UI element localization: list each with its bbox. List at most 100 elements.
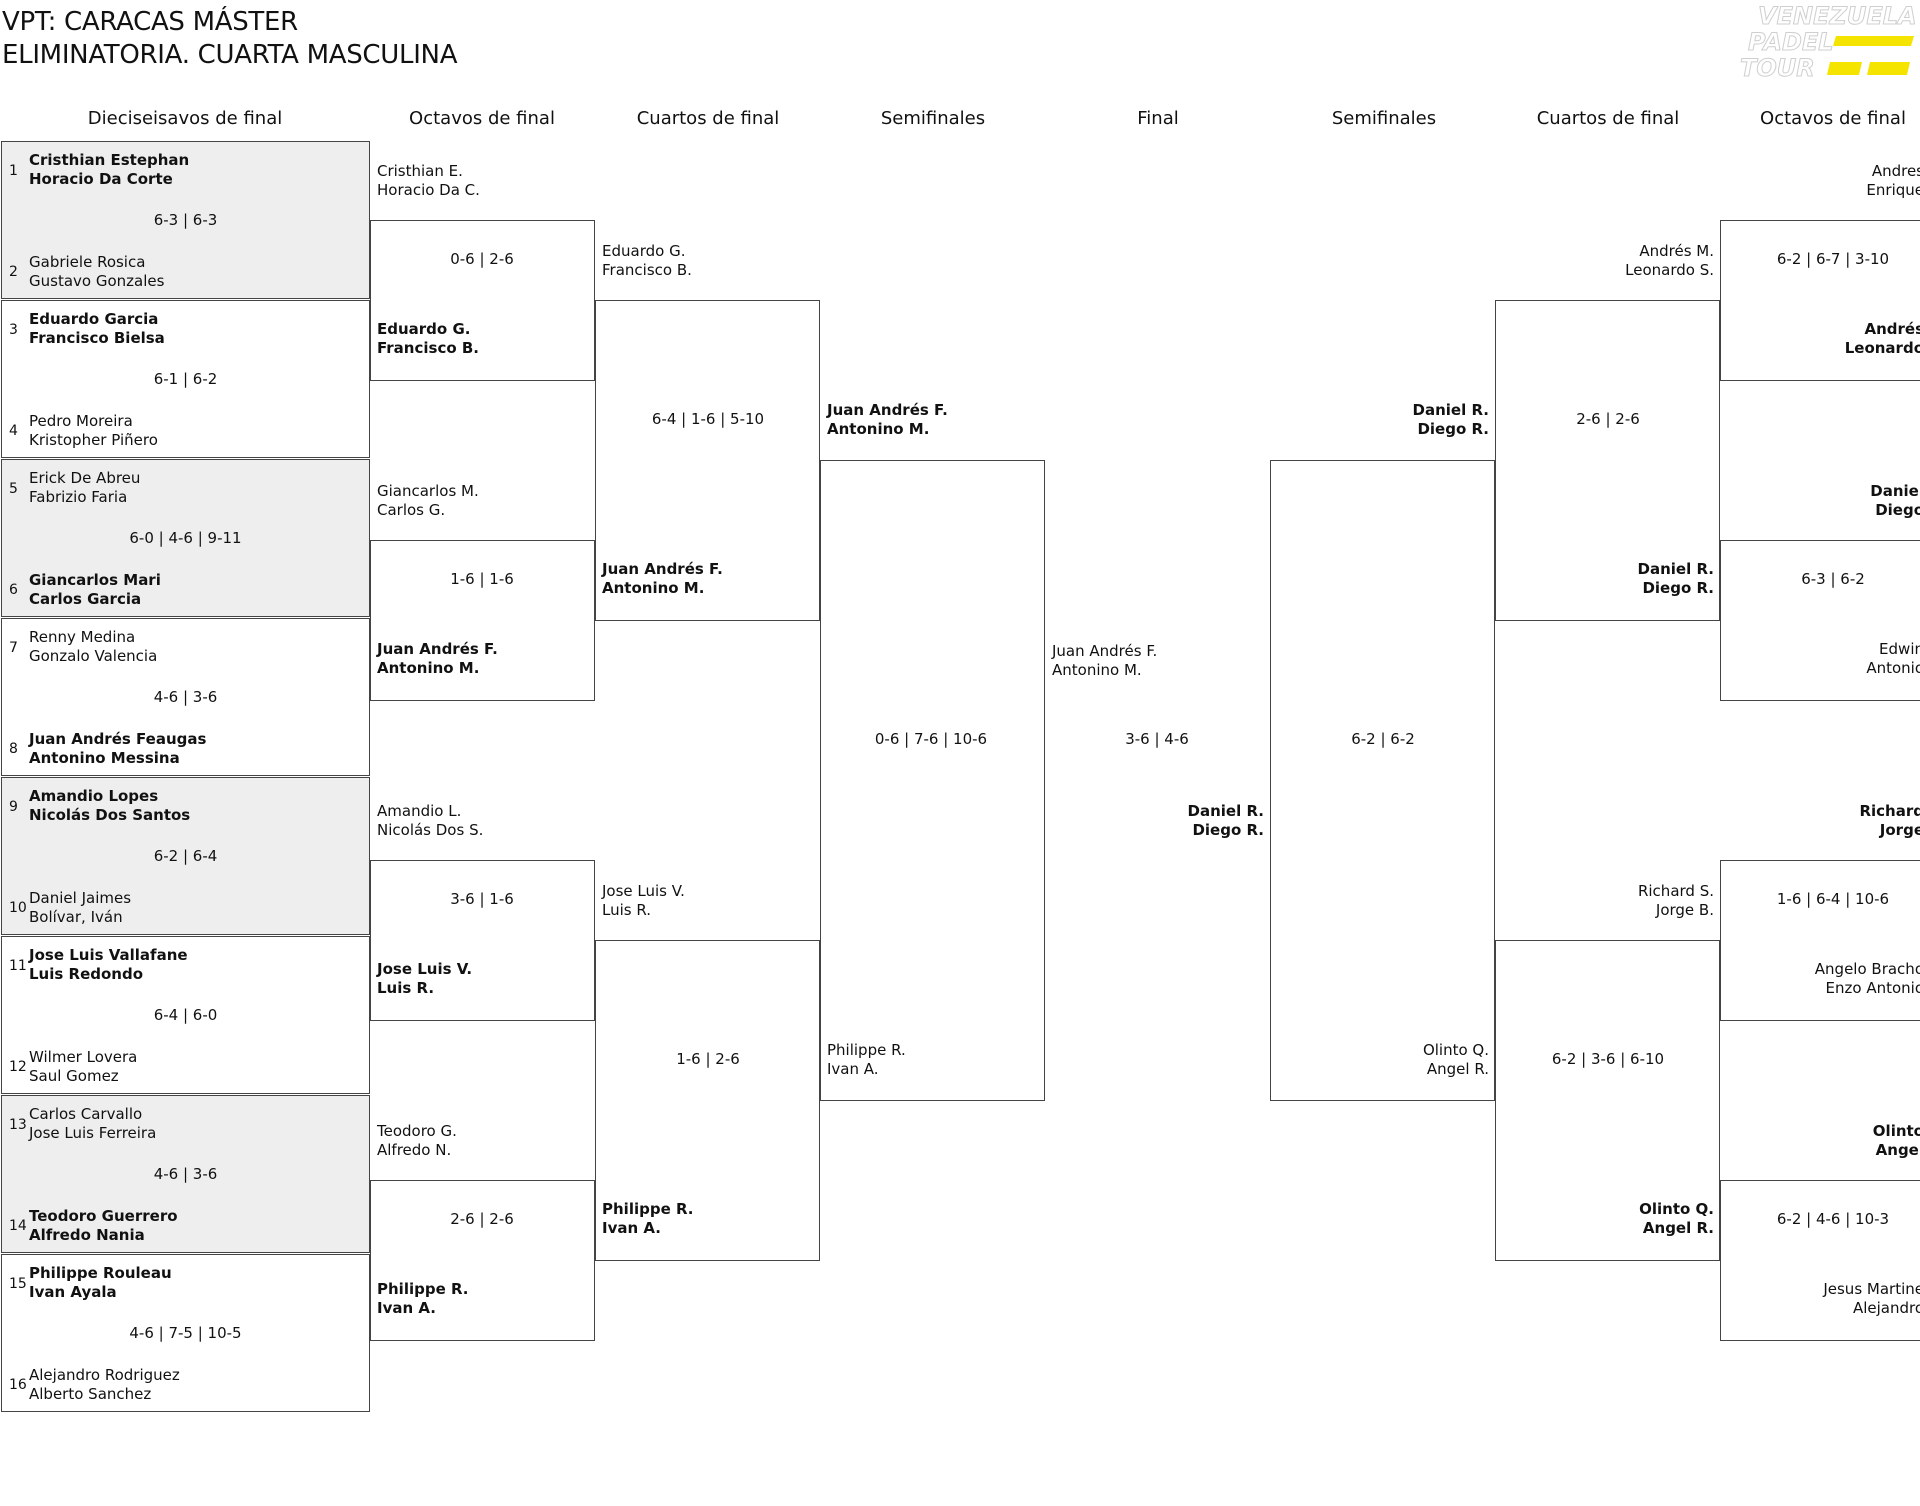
player-name: Daniel R. <box>1637 560 1714 578</box>
player-name: Eduardo G. <box>602 242 686 260</box>
seed-number: 16 <box>9 1377 27 1393</box>
team-names: Juan Andrés F.Antonino M. <box>1052 642 1157 680</box>
player-name: Jorge B. <box>1655 901 1714 919</box>
player-name: Olinto Q. <box>1639 1200 1714 1218</box>
player-name: Antonio <box>1866 659 1920 677</box>
bracket-connector <box>595 300 820 621</box>
player-name: Juan Andrés F. <box>377 640 498 658</box>
bracket-connector <box>370 540 595 701</box>
match-score: 6-2 | 6-4 <box>153 847 218 865</box>
match-score: 0-6 | 7-6 | 10-6 <box>874 730 988 748</box>
seed-number: 13 <box>9 1117 27 1133</box>
player-name: Alfredo N. <box>377 1141 452 1159</box>
player-name: Jose Luis V. <box>377 960 473 978</box>
team-names: Philippe R.Ivan A. <box>377 1280 469 1318</box>
round-header: Semifinales <box>1331 108 1437 129</box>
player-name: Antonino Messina <box>29 749 180 767</box>
player-name: Carlos Garcia <box>29 590 142 608</box>
player-name: Diego R. <box>1417 420 1489 438</box>
player-name: Bolívar, Iván <box>29 908 123 926</box>
player-name: Angel R. <box>1426 1060 1489 1078</box>
team-names: Giancarlos M.Carlos G. <box>377 482 479 520</box>
player-name: Leonardo S. <box>1625 261 1714 279</box>
title-line-1: VPT: CARACAS MÁSTER <box>2 7 298 37</box>
player-name: Nicolás Dos S. <box>377 821 484 839</box>
team-names: Cristhian E.Horacio Da C. <box>377 162 480 200</box>
player-name: Saul Gomez <box>29 1067 119 1085</box>
player-name: Kristopher Piñero <box>29 431 158 449</box>
match-score: 6-0 | 4-6 | 9-11 <box>129 529 242 547</box>
player-name: Amandio Lopes <box>29 787 159 805</box>
seed-number: 10 <box>9 900 27 916</box>
match-score: 6-2 | 6-2 <box>1351 730 1415 748</box>
player-name: Amandio L. <box>377 802 462 820</box>
seed-number: 9 <box>9 799 18 815</box>
bracket-connector <box>1720 860 1920 1021</box>
match-score: 2-6 | 2-6 <box>1576 410 1640 428</box>
player-name: Angelo Bracho <box>1814 960 1920 978</box>
team-names: Amandio L.Nicolás Dos S. <box>377 802 483 840</box>
team-names: Andrés M.Leonardo S. <box>1625 242 1714 280</box>
seed-number: 1 <box>9 163 18 179</box>
team-names: Teodoro G.Alfredo N. <box>377 1122 457 1160</box>
seed-number: 14 <box>9 1218 27 1234</box>
team-names: Daniel R.Diego R. <box>1638 560 1714 598</box>
player-name: Alberto Sanchez <box>29 1385 152 1403</box>
match-score: 3-6 | 4-6 <box>1125 730 1189 748</box>
bracket-connector <box>370 860 595 1021</box>
player-name: Diego R. <box>1192 821 1264 839</box>
player-name: Horacio Da Corte <box>29 170 173 188</box>
team-names: Richard S.Jorge B. <box>1638 882 1714 920</box>
player-name: Juan Andrés F. <box>602 560 723 578</box>
match-score: 1-6 | 2-6 <box>676 1050 740 1068</box>
player-name: Edwin <box>1879 640 1920 658</box>
player-name: Alejandro <box>1852 1299 1920 1317</box>
title-line-2: ELIMINATORIA. CUARTA MASCULINA <box>2 40 458 70</box>
match-score: 6-2 | 4-6 | 10-3 <box>1776 1210 1890 1228</box>
team-names: Juan Andrés F.Antonino M. <box>377 640 498 678</box>
player-name: Pedro Moreira <box>29 412 133 430</box>
player-name: Luis Redondo <box>29 965 144 983</box>
match-score: 6-4 | 6-0 <box>153 1006 218 1024</box>
match-score: 6-2 | 3-6 | 6-10 <box>1551 1050 1665 1068</box>
player-name: Diego R. <box>1642 579 1714 597</box>
seed-number: 12 <box>9 1059 27 1075</box>
player-name: Enzo Antonio <box>1825 979 1920 997</box>
bracket-connector <box>1720 540 1920 701</box>
team-names: Philippe R.Ivan A. <box>827 1041 906 1079</box>
venezuela-padel-tour-logo: VENEZUELA PADEL TOUR <box>1740 2 1917 83</box>
player-name: Ivan A. <box>377 1299 436 1317</box>
match-score: 6-3 | 6-3 <box>153 211 218 229</box>
match-score: 6-1 | 6-2 <box>153 370 218 388</box>
player-name: Angel <box>1875 1141 1920 1159</box>
player-name: Jose Luis V. <box>602 882 685 900</box>
player-name: Nicolás Dos Santos <box>29 806 191 824</box>
player-name: Leonardo <box>1844 339 1920 357</box>
player-name: Olinto <box>1872 1122 1920 1140</box>
player-name: Richard <box>1859 802 1920 820</box>
team-names: Philippe R.Ivan A. <box>602 1200 694 1238</box>
round-header: Cuartos de final <box>636 108 780 129</box>
player-name: Diego <box>1875 501 1920 519</box>
player-name: Francisco Bielsa <box>29 329 165 347</box>
logo-text-2: PADEL <box>1748 28 1834 56</box>
player-name: Eduardo G. <box>377 320 471 338</box>
